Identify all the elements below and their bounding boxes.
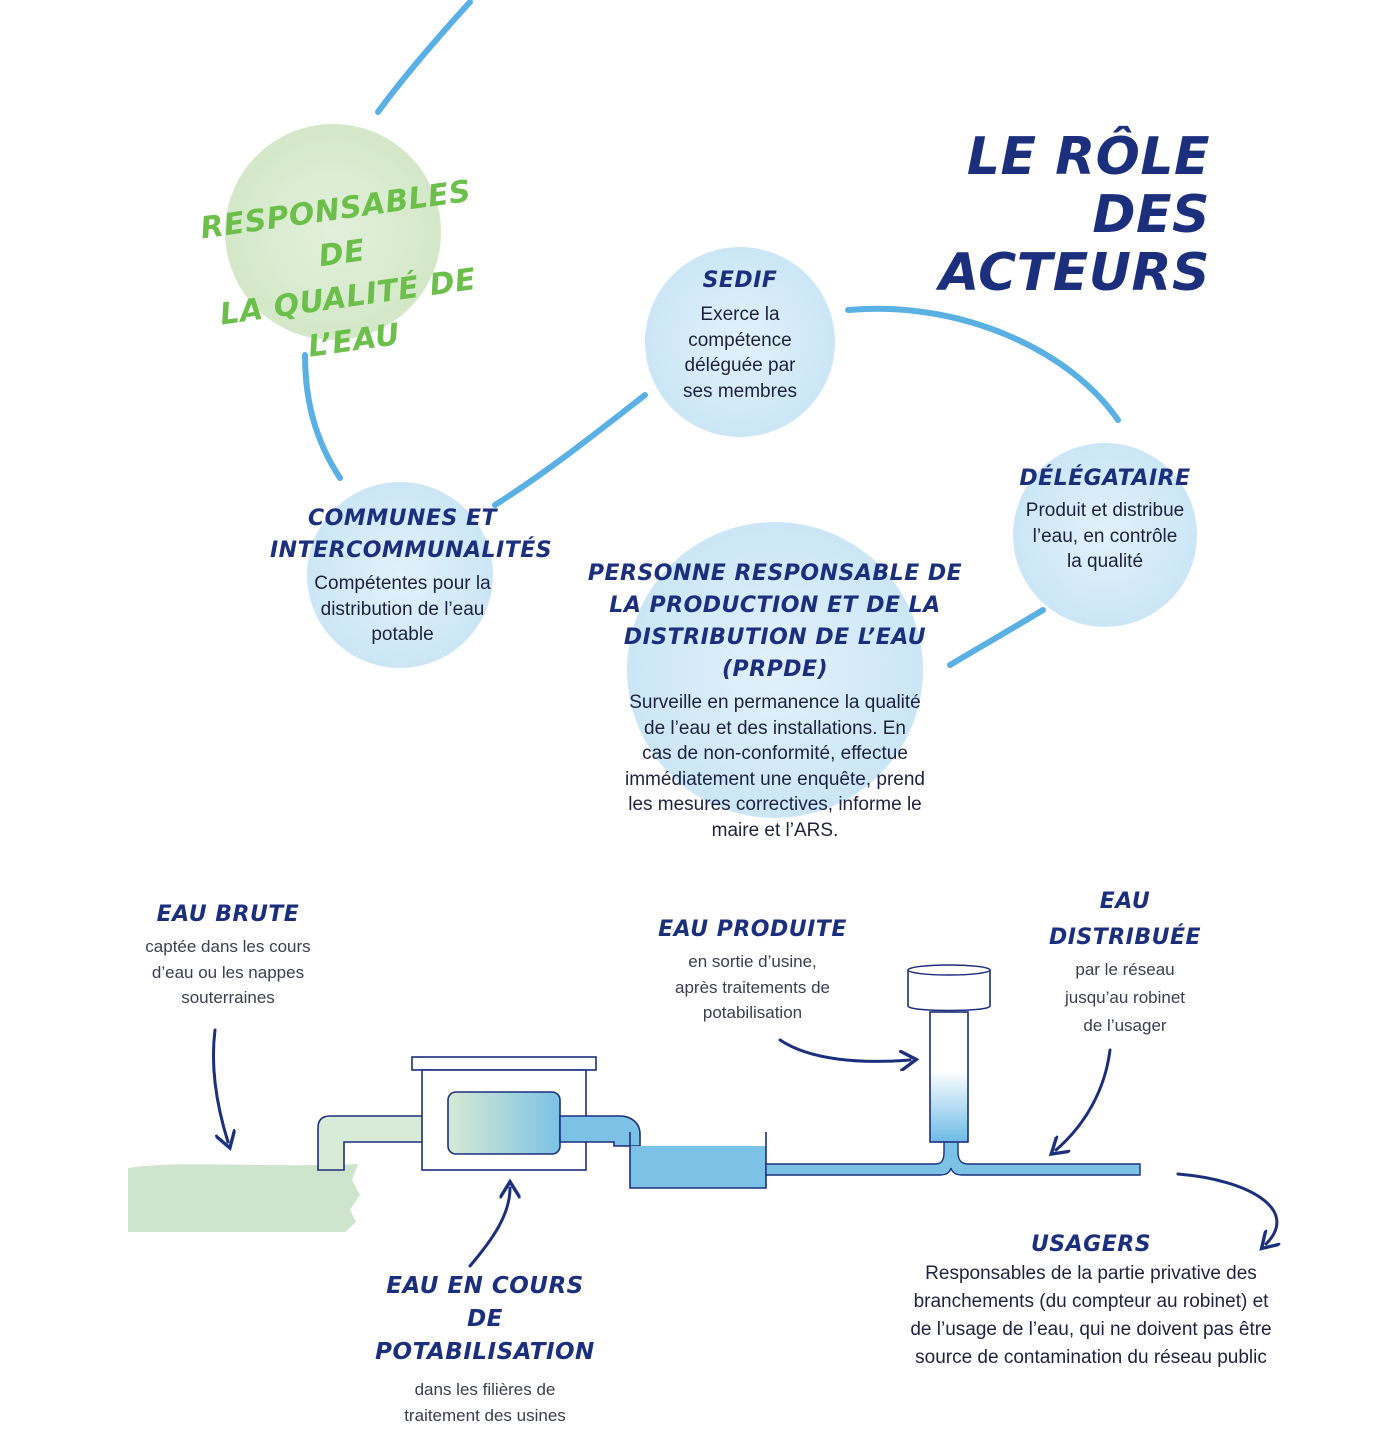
eau-produite-desc-line: après traitements de [675,977,830,997]
page-title-line1: LE RÔLE [966,127,1210,187]
usagers-block: USAGERS Responsables de la partie privat… [860,1230,1322,1372]
prpde-desc-line: immédiatement une enquête, prend [625,768,925,790]
communes-desc: Compétentes pour la distribution de l’ea… [270,571,535,648]
arrow-eau-distribuee [1056,1048,1112,1150]
prpde-title-line: PERSONNE RESPONSABLE DE [587,561,963,586]
water-tower [907,964,991,1143]
delegataire-block: DÉLÉGATAIRE Produit et distribue l’eau, … [1005,464,1205,575]
eau-distribuee-desc-line: par le réseau [1075,960,1175,979]
eau-produite-desc: en sortie d’usine, après traitements de … [645,949,860,1026]
reservoir [629,1132,767,1189]
sedif-block: SEDIF Exerce la compétence déléguée par … [650,266,830,404]
eau-distribuee-desc-line: jusqu’au robinet [1064,988,1186,1007]
prpde-desc-line: les mesures correctives, informe le [628,794,922,815]
page-title-line2: DES ACTEURS [938,185,1210,303]
intake-pipe [317,1115,449,1171]
usagers-desc-line: Responsables de la partie privative des [925,1263,1257,1284]
communes-block: COMMUNES ET INTERCOMMUNALITÉS Compétente… [270,503,553,648]
connector-sedif-delegataire [845,305,1121,423]
eau-brute-desc-line: captée dans les cours [145,937,311,956]
potabilisation-desc-line: dans les filières de [414,1380,556,1399]
eau-brute-desc-line: souterraines [181,988,275,1007]
communes-desc-line: Compétentes pour la [314,573,491,594]
prpde-title: PERSONNE RESPONSABLE DE LA PRODUCTION ET… [575,558,975,686]
usagers-desc-line: de l’usage de l’eau, qui ne doivent pas … [910,1319,1272,1340]
communes-circle [307,482,493,668]
communes-title: COMMUNES ET INTERCOMMUNALITÉS [270,503,553,567]
communes-desc-line: potable [371,624,434,645]
sedif-desc-line: déléguée par [684,355,796,376]
prpde-desc-line: Surveille en permanence la qualité [629,692,921,713]
communes-title-line: COMMUNES ET [308,506,497,531]
eau-distribuee-desc: par le réseau jusqu’au robinet de l’usag… [1030,956,1220,1040]
prpde-desc-line: maire et l’ARS. [711,819,839,841]
prpde-circle [627,522,923,818]
sedif-title: SEDIF [702,268,778,293]
potabilisation-desc: dans les filières de traitement des usin… [365,1377,605,1428]
prpde-desc: Surveille en permanence la qualité de l’… [575,690,975,843]
delegataire-title: DÉLÉGATAIRE [1019,466,1191,491]
potabilisation-title-line: POTABILISATION [375,1339,595,1365]
arrow-potabilisation [468,1188,510,1268]
distribution-pipe [765,1139,1141,1176]
eau-brute-desc: captée dans les cours d’eau ou les nappe… [118,934,338,1011]
usagers-desc: Responsables de la partie privative des … [860,1260,1322,1372]
eau-produite-desc-line: en sortie d’usine, [688,952,817,971]
sedif-desc: Exerce la compétence déléguée par ses me… [650,302,830,404]
potabilisation-desc-line: traitement des usines [404,1405,566,1425]
prpde-desc-line: cas de non-conformité, effectue [642,743,908,764]
sedif-desc-line: ses membres [682,380,798,402]
usagers-title: USAGERS [1030,1232,1152,1257]
eau-distribuee-title-line: DISTRIBUÉE [1048,925,1202,950]
eau-distribuee-block: EAU DISTRIBUÉE par le réseau jusqu’au ro… [1030,884,1220,1040]
usagers-desc-line: source de contamination du réseau public [915,1347,1267,1368]
eau-distribuee-desc-line: de l’usager [1083,1016,1167,1035]
treatment-plant [411,1056,597,1171]
potabilisation-block: EAU EN COURS DE POTABILISATION dans les … [365,1270,605,1428]
river-bank [128,1164,360,1232]
arrow-eau-brute [211,1028,228,1142]
potabilisation-title: EAU EN COURS DE POTABILISATION [365,1270,605,1369]
potabilisation-title-line: EAU EN COURS DE [386,1273,584,1332]
communes-desc-line: distribution de l’eau [320,598,485,620]
eau-brute-block: EAU BRUTE captée dans les cours d’eau ou… [118,900,338,1011]
prpde-block: PERSONNE RESPONSABLE DE LA PRODUCTION ET… [575,558,975,843]
prpde-desc-line: de l’eau et des installations. En [644,717,906,739]
eau-brute-title: EAU BRUTE [156,902,300,927]
delegataire-desc-line: Produit et distribue [1025,500,1185,521]
connector-top [375,0,473,115]
prpde-title-line: LA PRODUCTION ET DE LA [609,593,941,618]
sedif-desc-line: Exerce la [700,304,780,325]
connector-communes-sedif [492,392,648,508]
sedif-circle [645,247,835,437]
eau-brute-desc-line: d’eau ou les nappes [151,962,305,982]
flow-arrows [211,1028,1277,1268]
quality-circle [225,124,441,340]
eau-produite-block: EAU PRODUITE en sortie d’usine, après tr… [645,915,860,1026]
arrow-usagers [1176,1172,1277,1244]
eau-distribuee-title: EAU DISTRIBUÉE [1030,884,1220,956]
outlet-pipe [559,1115,641,1147]
delegataire-desc-line: la qualité [1066,551,1144,572]
eau-produite-title: EAU PRODUITE [658,917,847,942]
page-title: LE RÔLE DES ACTEURS [905,128,1210,302]
sedif-desc-line: compétence [688,329,792,351]
connector-quality-communes [302,352,343,481]
usagers-desc-line: branchements (du compteur au robinet) et [913,1291,1269,1312]
prpde-title-line: DISTRIBUTION DE L’EAU (PRPDE) [623,625,927,682]
actor-connectors [302,0,1121,668]
delegataire-circle [1013,443,1197,627]
eau-produite-desc-line: potabilisation [702,1003,803,1022]
communes-title-line: INTERCOMMUNALITÉS [270,538,553,563]
eau-distribuee-title-line: EAU [1099,889,1151,914]
connector-delegataire-prpde [947,607,1046,668]
delegataire-desc: Produit et distribue l’eau, en contrôle … [1005,498,1205,575]
delegataire-desc-line: l’eau, en contrôle [1032,525,1178,547]
arrow-eau-produite [778,1038,910,1061]
